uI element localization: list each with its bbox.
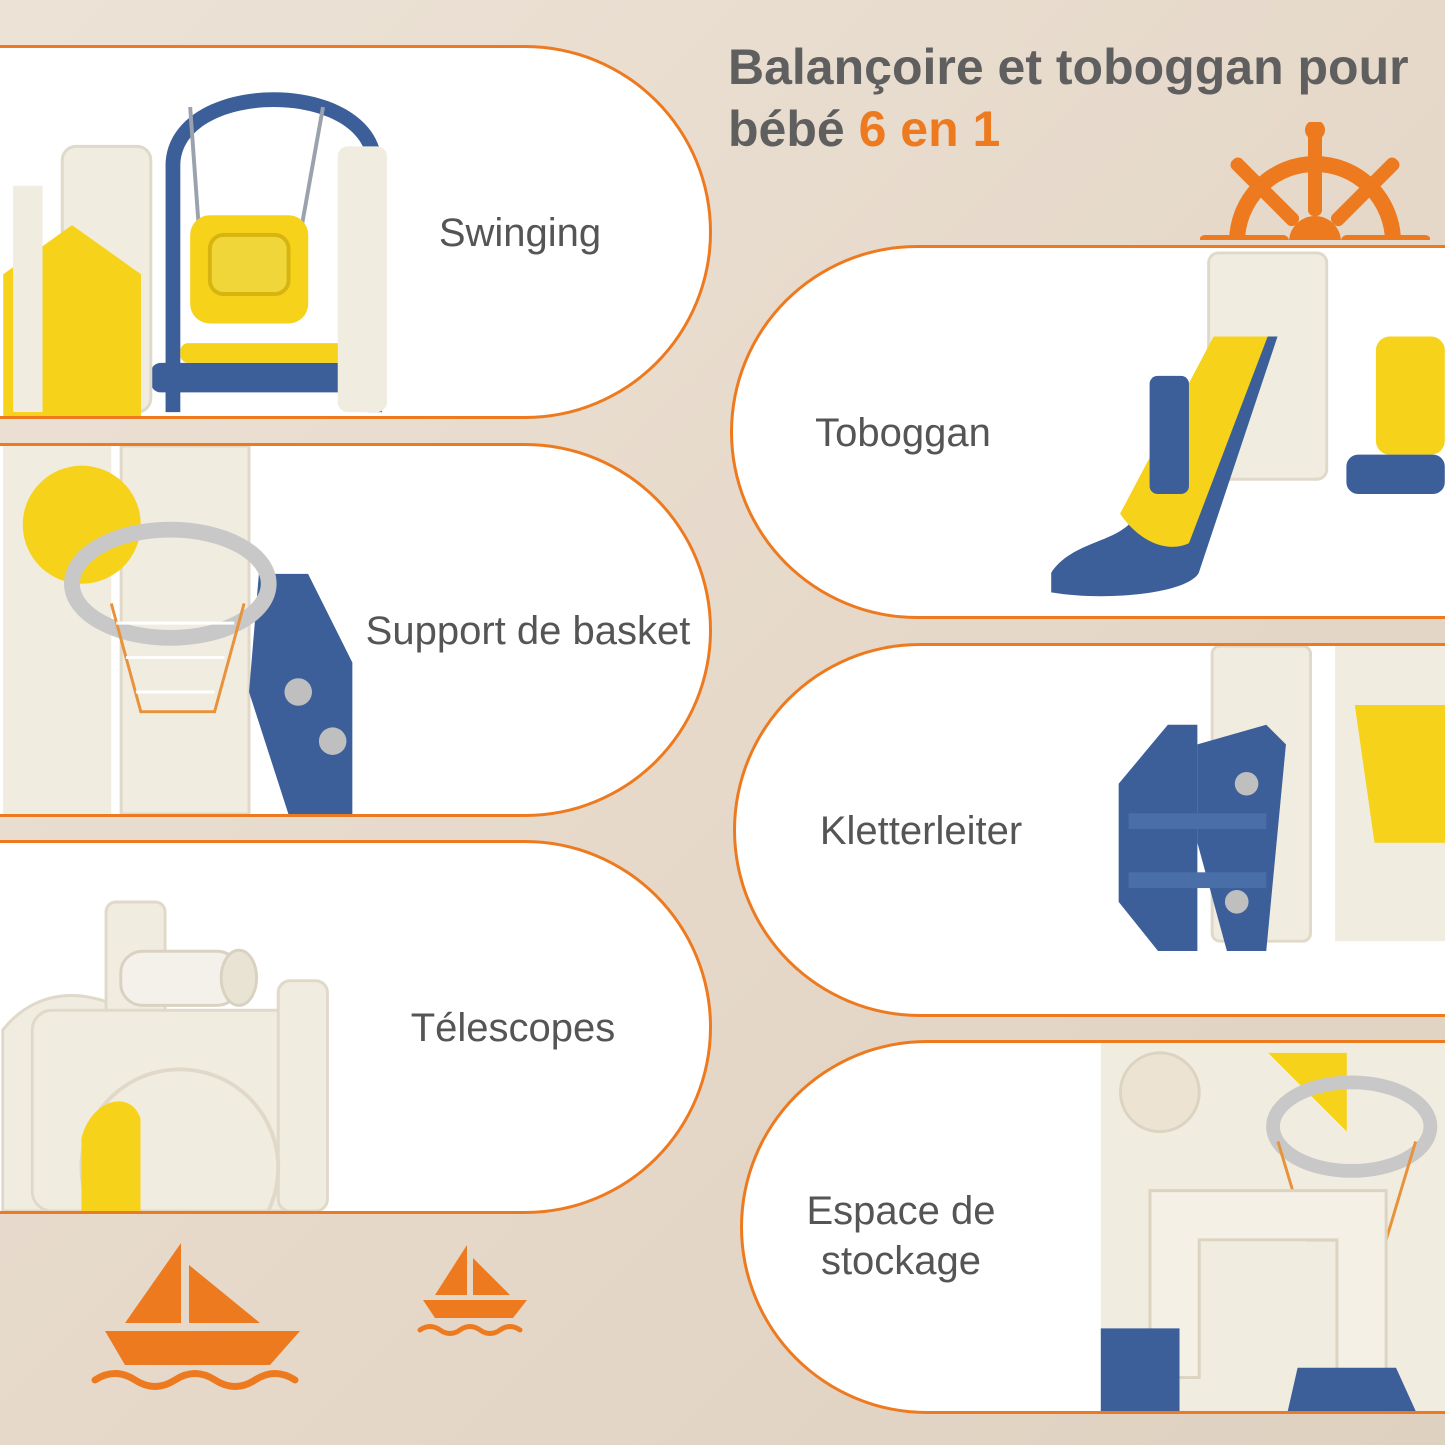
feature-label-kletterleiter: Kletterleiter (819, 809, 1023, 853)
storage-product-image (1100, 1043, 1445, 1411)
sailboat-icon (91, 1243, 300, 1390)
feature-label-toboggan: Toboggan (815, 411, 991, 455)
title-line-2-accent: 6 en 1 (858, 101, 1001, 157)
feature-card-basket: Support de basket (0, 443, 712, 817)
ship-wheel-icon (1200, 122, 1430, 252)
swing-product-image (3, 92, 387, 416)
feature-label-stockage-line-1: Espace de (806, 1189, 996, 1233)
feature-label-basket: Support de basket (365, 609, 691, 653)
basket-product-image (3, 446, 353, 814)
feature-label-swinging: Swinging (438, 211, 602, 255)
feature-card-toboggan: Toboggan (730, 245, 1445, 619)
feature-card-stockage: Espace de stockage (740, 1040, 1445, 1414)
feature-label-stockage-line-2: stockage (820, 1239, 982, 1283)
ladder-product-image (1118, 646, 1445, 952)
feature-card-telescopes: Télescopes (0, 840, 712, 1214)
page-title: Balançoire et toboggan pour bébé 6 en 1 (728, 36, 1428, 160)
title-line-1: Balançoire et toboggan pour (728, 39, 1409, 95)
feature-card-swinging: Swinging (0, 45, 712, 419)
sailboat-icon (417, 1245, 527, 1336)
title-line-2-prefix: bébé (728, 101, 859, 157)
feature-card-kletterleiter: Kletterleiter (733, 643, 1445, 1017)
slide-product-image (1051, 251, 1445, 597)
feature-label-stockage: Espace de stockage (806, 1186, 995, 1286)
feature-label-telescopes: Télescopes (410, 1006, 616, 1050)
telescope-product-image (1, 900, 329, 1211)
